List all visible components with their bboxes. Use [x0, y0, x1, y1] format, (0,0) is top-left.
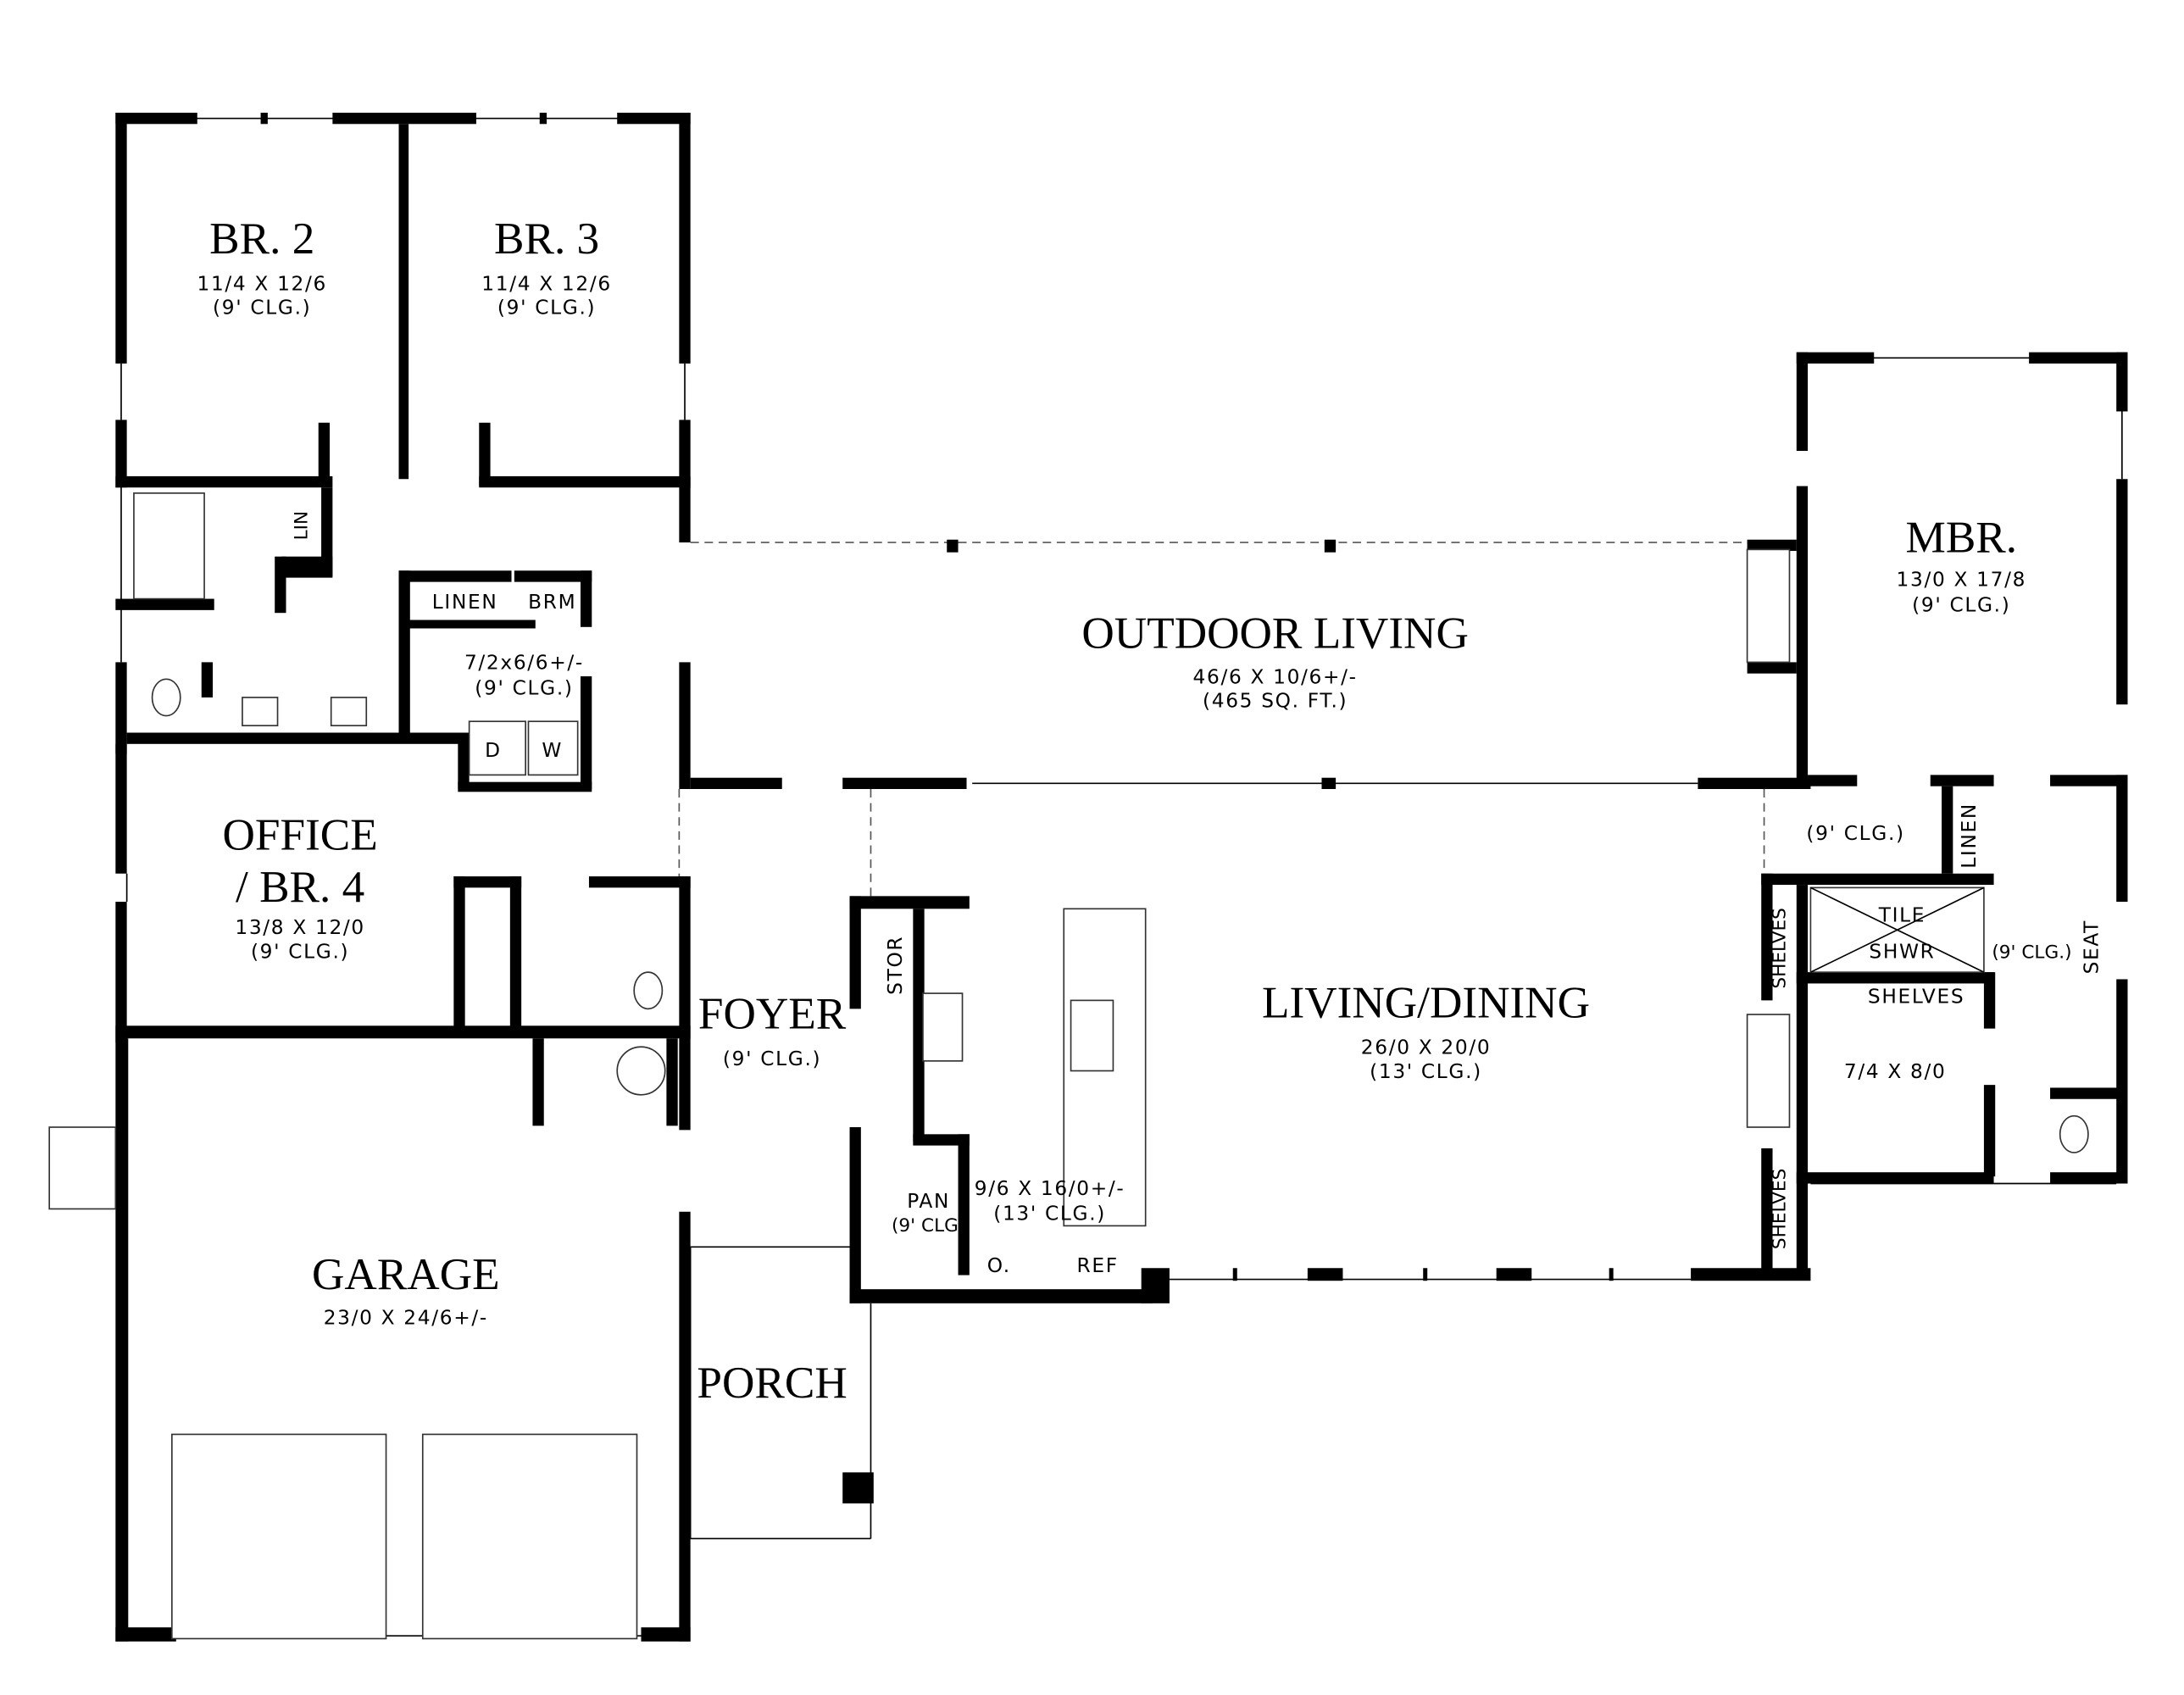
label-pan: PAN [907, 1190, 950, 1213]
room-size-garage: 23/0 X 24/6+/- [324, 1307, 488, 1330]
room-name-foyer: FOYER [698, 989, 847, 1039]
room-size-office: 13/8 X 12/0 [235, 916, 365, 939]
room-ceiling-foyer: (9' CLG.) [723, 1048, 821, 1070]
room-size-br2: 11/4 X 12/6 [197, 272, 327, 295]
label-lin: LIN [291, 511, 312, 541]
garage-door [421, 1433, 638, 1640]
room-ceiling-br2: (9' CLG.) [213, 297, 311, 320]
vanity-sink [242, 697, 279, 727]
label-master-linen: LINEN [1958, 803, 1981, 869]
room-size-kitchen: 9/6 X 16/0+/- [975, 1177, 1125, 1200]
cooktop [922, 992, 964, 1062]
label-shelves-closet: SHELVES [1868, 986, 1964, 1009]
label-brm: BRM [528, 591, 576, 614]
dryer [468, 720, 526, 776]
washer [527, 720, 579, 776]
label-linen: LINEN [432, 591, 498, 614]
toilet [151, 678, 181, 717]
toilet [2059, 1114, 2089, 1153]
room-ceiling-br3: (9' CLG.) [497, 297, 596, 320]
dashed-lines [678, 542, 1790, 903]
toilet [633, 971, 664, 1010]
room-area-outdoor-living: (465 SQ. FT.) [1203, 690, 1348, 713]
label-seat: SEAT [2081, 920, 2103, 974]
walls [115, 113, 2128, 1642]
label-oven: O. [987, 1254, 1011, 1277]
room-name-office-br4: / BR. 4 [236, 862, 364, 912]
room-name-br2: BR. 2 [209, 214, 314, 264]
label-shelves-lower: SHELVES [1769, 1169, 1790, 1249]
room-name-mbr: MBR. [1906, 513, 2018, 563]
room-size-walk-in-closet: 7/4 X 8/0 [1844, 1060, 1947, 1083]
fireplace [1746, 1014, 1791, 1128]
room-ceiling-master-bath: (9' CLG.) [1992, 942, 2071, 964]
room-ceiling-kitchen: (13' CLG.) [993, 1203, 1106, 1225]
room-labels: BR. 2 11/4 X 12/6 (9' CLG.) BR. 3 11/4 X… [197, 214, 2071, 1408]
garage-door [171, 1433, 387, 1640]
room-ceiling-mbr: (9' CLG.) [1912, 594, 2010, 617]
room-size-living-dining: 26/0 X 20/0 [1361, 1036, 1492, 1059]
water-heater [616, 1046, 666, 1096]
fixtures [48, 492, 2089, 1640]
room-size-mbr: 13/0 X 17/8 [1897, 569, 2027, 592]
bathtub [133, 492, 205, 600]
label-shelves-upper: SHELVES [1769, 908, 1790, 988]
label-stor: STOR [884, 936, 907, 995]
fixture-labels: LIN LINEN BRM D W STOR PAN (9' CLG) O. R… [291, 511, 2103, 1277]
room-name-living-dining: LIVING/DINING [1262, 977, 1590, 1027]
room-size-laundry: 7/2x6/6+/- [464, 652, 584, 675]
label-tile: TILE [1878, 903, 1926, 926]
label-shwr: SHWR [1869, 941, 1935, 964]
room-name-garage: GARAGE [312, 1249, 500, 1299]
island-sink [1070, 999, 1114, 1072]
room-ceiling-living-dining: (13' CLG.) [1370, 1060, 1482, 1083]
label-dryer: D [485, 739, 502, 762]
room-ceiling-master-hall: (9' CLG.) [1806, 822, 1904, 845]
room-name-office: OFFICE [223, 809, 378, 859]
label-ref: REF [1077, 1254, 1119, 1277]
room-ceiling-laundry: (9' CLG.) [475, 677, 573, 700]
vanity-sink [330, 697, 368, 727]
label-pan-ceiling: (9' CLG) [892, 1215, 965, 1237]
stoop [48, 1126, 117, 1210]
room-name-outdoor-living: OUTDOOR LIVING [1081, 609, 1468, 659]
room-name-porch: PORCH [697, 1358, 847, 1408]
room-size-br3: 11/4 X 12/6 [481, 272, 612, 295]
label-washer: W [542, 739, 563, 762]
room-size-outdoor-living: 46/6 X 10/6+/- [1193, 665, 1358, 688]
room-name-br3: BR. 3 [494, 214, 599, 264]
fireplace [1746, 548, 1791, 664]
room-ceiling-office: (9' CLG.) [251, 941, 349, 964]
